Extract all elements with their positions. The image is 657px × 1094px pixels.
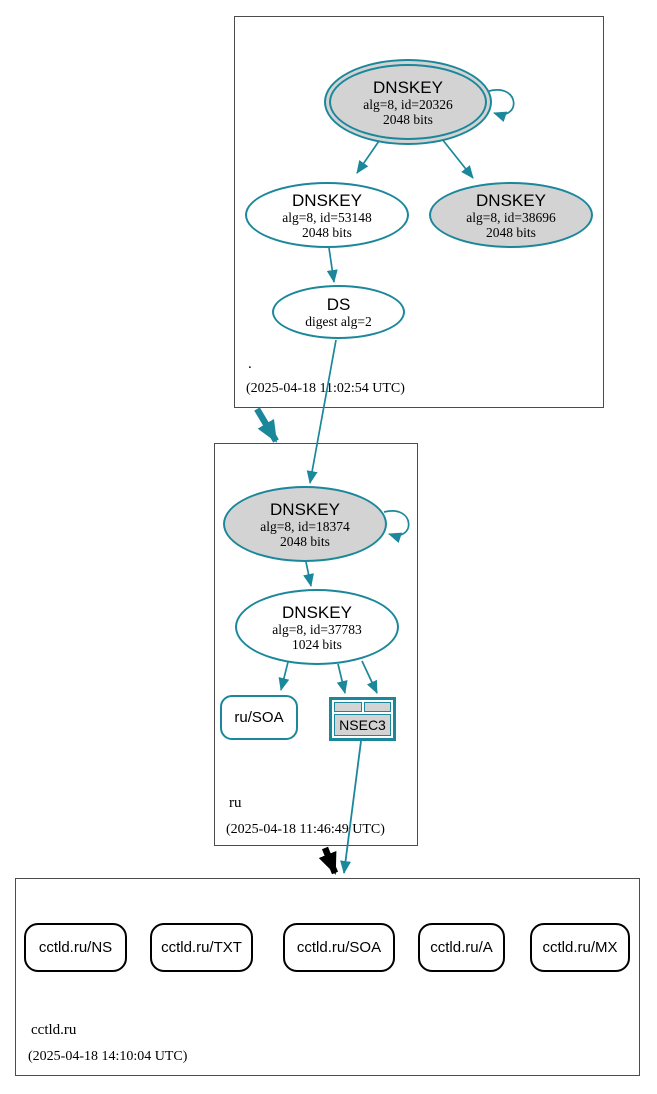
node-dnskey-18374: DNSKEY alg=8, id=18374 2048 bits bbox=[223, 486, 387, 562]
zone-label-cctld-ru: cctld.ru bbox=[31, 1022, 77, 1038]
node-detail-bits: 1024 bits bbox=[292, 636, 342, 652]
zone-label-ru: ru bbox=[229, 795, 242, 811]
zone-timestamp-cctld-ru: (2025-04-18 14:10:04 UTC) bbox=[28, 1049, 188, 1064]
node-dnskey-37783: DNSKEY alg=8, id=37783 1024 bits bbox=[235, 589, 399, 665]
node-cctld-ru-ns: cctld.ru/NS bbox=[24, 923, 127, 972]
node-cctld-ru-txt: cctld.ru/TXT bbox=[150, 923, 253, 972]
node-dnskey-53148: DNSKEY alg=8, id=53148 2048 bits bbox=[245, 182, 409, 248]
node-detail-bits: 2048 bits bbox=[280, 533, 330, 549]
nsec3-header-cells bbox=[334, 702, 391, 712]
node-detail-alg: alg=8, id=20326 bbox=[363, 96, 453, 112]
node-cctld-ru-soa: cctld.ru/SOA bbox=[283, 923, 395, 972]
zone-box-root bbox=[234, 16, 604, 408]
rrset-label: cctld.ru/TXT bbox=[161, 939, 242, 956]
node-nsec3: NSEC3 bbox=[329, 697, 396, 741]
node-detail-bits: 2048 bits bbox=[383, 111, 433, 127]
node-title: DNSKEY bbox=[270, 499, 340, 519]
nsec3-label-cell: NSEC3 bbox=[334, 714, 391, 736]
node-cctld-ru-a: cctld.ru/A bbox=[418, 923, 505, 972]
edge-delegation-root-to-ru bbox=[254, 407, 279, 443]
nsec3-cell-left bbox=[334, 702, 362, 712]
node-title: DNSKEY bbox=[373, 77, 443, 97]
node-detail-digest: digest alg=2 bbox=[305, 314, 372, 329]
node-detail-alg: alg=8, id=53148 bbox=[282, 209, 372, 225]
node-dnskey-20326: DNSKEY alg=8, id=20326 2048 bits bbox=[324, 59, 492, 145]
zone-label-root: . bbox=[248, 356, 252, 372]
node-ru-soa: ru/SOA bbox=[220, 695, 298, 740]
node-title: DNSKEY bbox=[282, 602, 352, 622]
rrset-label: cctld.ru/NS bbox=[38, 939, 113, 956]
rrset-label: cctld.ru/A bbox=[430, 939, 493, 956]
nsec3-cell-right bbox=[363, 702, 391, 712]
zone-box-cctld-ru bbox=[15, 878, 640, 1076]
node-dnskey-38696: DNSKEY alg=8, id=38696 2048 bits bbox=[429, 182, 593, 248]
zone-timestamp-ru: (2025-04-18 11:46:49 UTC) bbox=[226, 822, 385, 837]
rrset-label: ru/SOA bbox=[234, 709, 284, 726]
node-title: DNSKEY bbox=[476, 190, 546, 210]
node-title: DS bbox=[326, 295, 351, 314]
zone-timestamp-root: (2025-04-18 11:02:54 UTC) bbox=[246, 381, 405, 396]
rrset-label: cctld.ru/SOA bbox=[296, 939, 382, 956]
rrset-label: NSEC3 bbox=[339, 717, 386, 733]
rrset-label: cctld.ru/MX bbox=[542, 939, 618, 956]
node-detail-bits: 2048 bits bbox=[302, 224, 352, 240]
node-detail-alg: alg=8, id=37783 bbox=[272, 621, 362, 637]
node-cctld-ru-mx: cctld.ru/MX bbox=[530, 923, 630, 972]
node-detail-alg: alg=8, id=38696 bbox=[466, 209, 556, 225]
node-detail-alg: alg=8, id=18374 bbox=[260, 518, 350, 534]
node-title: DNSKEY bbox=[292, 190, 362, 210]
node-detail-bits: 2048 bits bbox=[486, 224, 536, 240]
node-ds: DS digest alg=2 bbox=[272, 285, 405, 339]
edge-delegation-ru-to-cctld-ru bbox=[318, 846, 339, 875]
